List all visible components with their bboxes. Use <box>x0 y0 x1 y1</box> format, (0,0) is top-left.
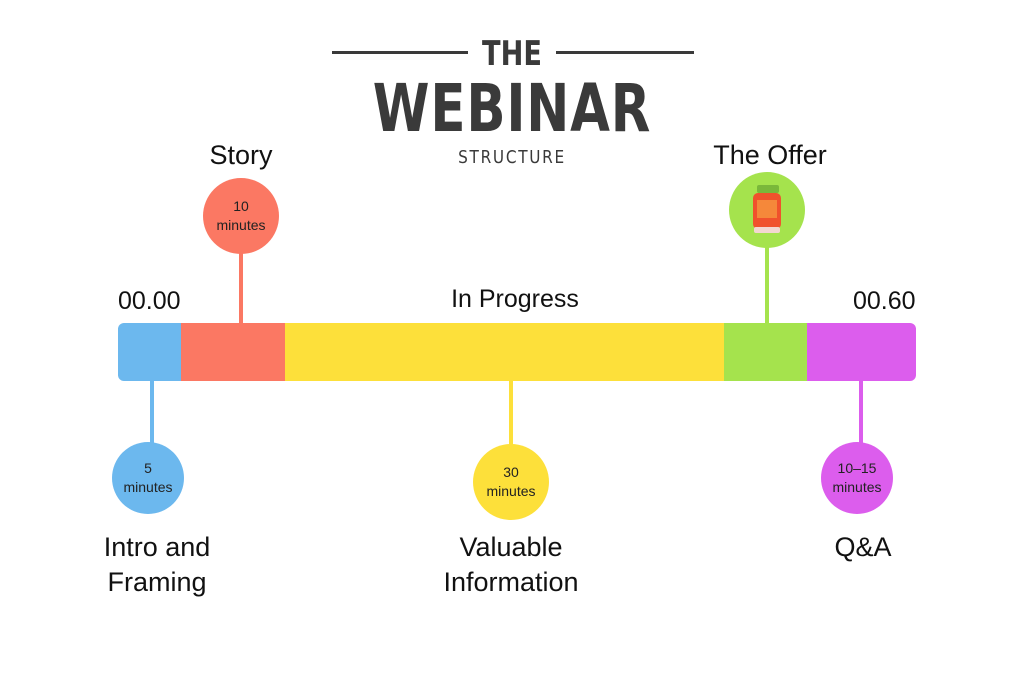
in-progress-label: In Progress <box>451 285 579 313</box>
qa-connector <box>859 380 863 446</box>
segment-qa <box>807 323 916 381</box>
duration-unit: minutes <box>123 479 173 495</box>
offer-connector <box>765 244 769 324</box>
title-rule-right <box>556 51 694 54</box>
offer-label: The Offer <box>713 140 827 170</box>
intro-connector <box>150 380 154 446</box>
intro-label-line1: Intro and <box>103 532 211 562</box>
segment-information <box>285 323 724 381</box>
info-duration-badge: 30 minutes <box>473 444 549 520</box>
title-the: THE <box>482 34 542 74</box>
intro-duration-badge: 5 minutes <box>112 442 184 514</box>
segment-offer <box>724 323 807 381</box>
duration-number: 10 <box>233 198 249 214</box>
duration-unit: minutes <box>486 483 536 499</box>
info-label: Valuable Information <box>443 530 578 600</box>
start-time: 00.00 <box>118 287 181 315</box>
story-duration-badge: 10 minutes <box>203 178 279 254</box>
qa-label: Q&A <box>834 532 892 562</box>
qa-duration-badge: 10–15 minutes <box>821 442 893 514</box>
story-label: Story <box>209 140 273 170</box>
timeline-bar <box>118 323 916 381</box>
end-time: 00.60 <box>853 287 916 315</box>
duration-number: 30 <box>503 464 519 480</box>
info-label-line2: Information <box>443 567 579 597</box>
info-label-line1: Valuable <box>459 532 563 562</box>
duration-unit: minutes <box>216 217 266 233</box>
duration-number: 5 <box>144 460 152 476</box>
story-connector <box>239 250 243 324</box>
segment-story <box>181 323 285 381</box>
title-webinar: WEBINAR <box>372 70 652 147</box>
title-structure: STRUCTURE <box>458 147 566 168</box>
title-rule-left <box>332 51 468 54</box>
intro-label: Intro and Framing <box>104 530 211 600</box>
duration-number: 10–15 <box>837 460 877 476</box>
info-connector <box>509 380 513 450</box>
segment-intro <box>118 323 181 381</box>
intro-label-line2: Framing <box>107 567 207 597</box>
duration-unit: minutes <box>832 479 882 495</box>
offer-badge <box>729 172 805 248</box>
product-jar-icon <box>753 185 781 233</box>
